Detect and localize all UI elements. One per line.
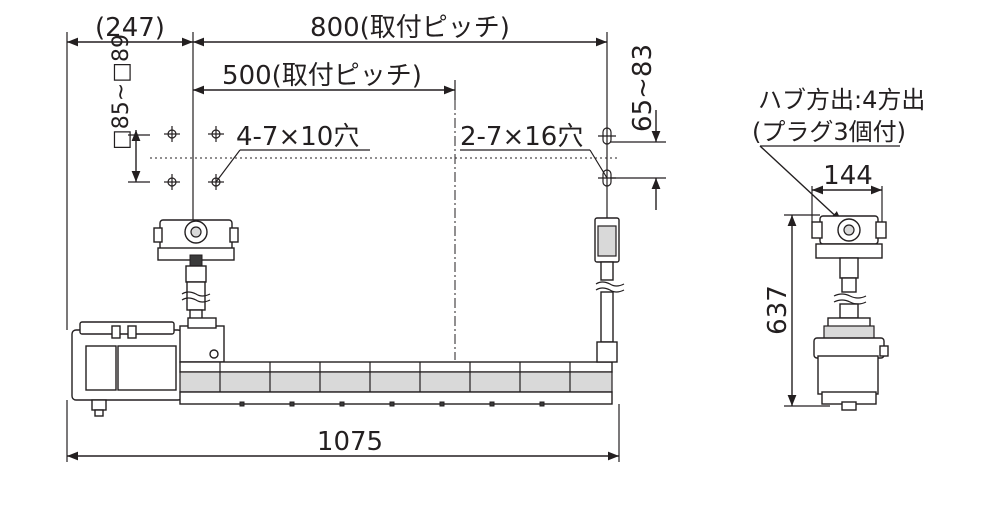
hub-note-line2: (プラグ3個付) [752,118,906,146]
dim-label-144: 144 [823,161,873,191]
junction-box-front [153,219,239,283]
dim-label-65-83: 65~83 [628,44,658,132]
reflector-tray [179,361,613,407]
front-view: (247) 800(取付ピッチ) 500(取付ピッチ) 65~83 □85~□8… [66,13,666,462]
hole-label-small: 4-7×10穴 [236,122,359,152]
dim-label-247: (247) [95,13,165,43]
hole-label-slot: 2-7×16穴 [460,122,583,152]
ballast-box [71,317,225,417]
dim-label-800: 800(取付ピッチ) [310,13,510,43]
hub-note-line1: ハブ方出:4方出 [758,86,925,114]
dim-label-637: 637 [763,285,793,335]
dim-label-85-89: □85~□89 [109,34,134,150]
dim-label-1075: 1075 [317,427,383,457]
dim-label-500: 500(取付ピッチ) [222,61,422,91]
right-hanger [594,217,625,363]
side-view: ハブ方出:4方出 (プラグ3個付) 144 637 [752,86,925,411]
